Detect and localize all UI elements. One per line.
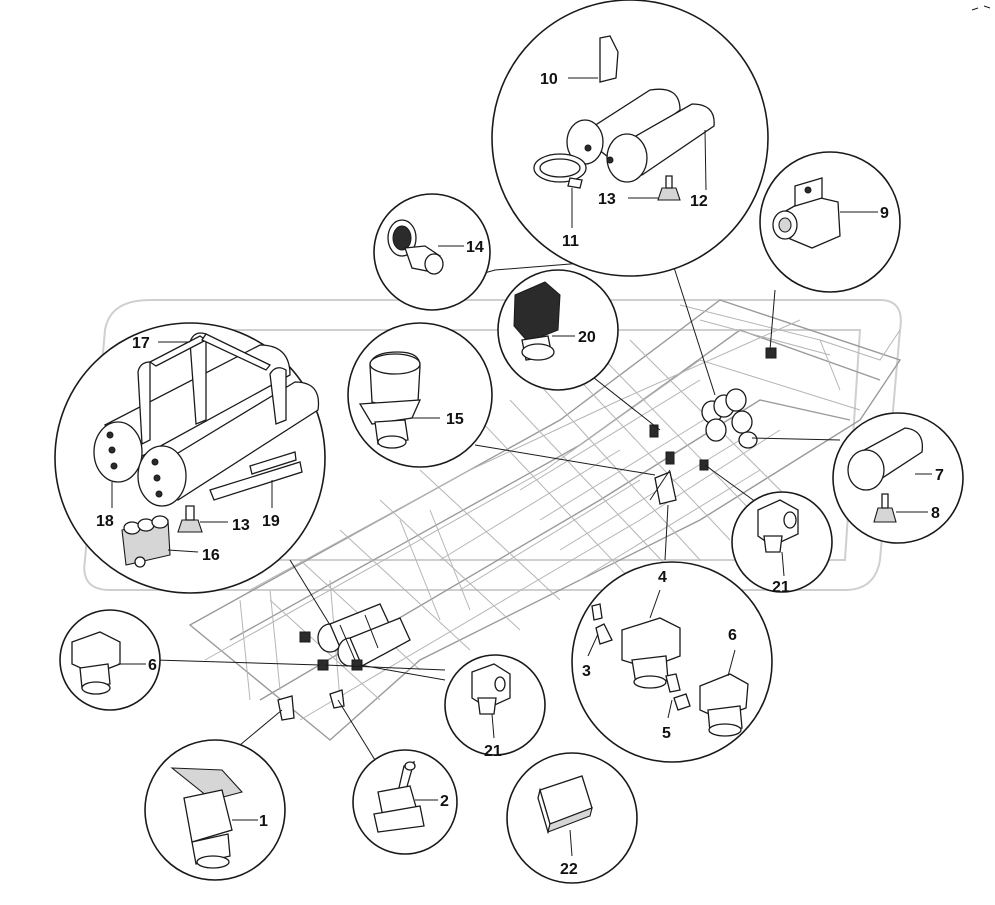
label-10: 10 (540, 71, 558, 88)
callout-circle-21-middle (444, 654, 546, 756)
label-22: 22 (560, 861, 578, 878)
label-2: 2 (440, 793, 449, 810)
chassis-parts (277, 347, 777, 721)
callout-circle-10-12 (491, 0, 769, 277)
callout-circle-15 (347, 322, 493, 468)
label-21-middle: 21 (484, 743, 502, 760)
label-13-bottom: 13 (232, 517, 250, 534)
label-6-left: 6 (148, 657, 157, 674)
label-6-right: 6 (728, 627, 737, 644)
label-3: 3 (582, 663, 591, 680)
label-14: 14 (466, 239, 484, 256)
label-7: 7 (935, 467, 944, 484)
label-8: 8 (931, 505, 940, 522)
callout-circle-21-right (731, 491, 833, 593)
label-18: 18 (96, 513, 114, 530)
callout-circle-2 (352, 749, 458, 855)
label-19: 19 (262, 513, 280, 530)
label-9: 9 (880, 205, 889, 222)
callout-circle-6-left (59, 609, 161, 711)
label-5: 5 (662, 725, 671, 742)
callout-circle-20 (497, 269, 619, 391)
label-1: 1 (259, 813, 268, 830)
label-12: 12 (690, 193, 708, 210)
label-21-right: 21 (772, 579, 790, 596)
corner-mark (971, 5, 991, 11)
label-16: 16 (202, 547, 220, 564)
chassis-tanks-front (701, 388, 758, 449)
callout-circle-16-19 (54, 322, 326, 594)
callout-circle-1 (144, 739, 286, 881)
label-20: 20 (578, 329, 596, 346)
callout-circle-7-8 (832, 412, 964, 544)
label-13-top: 13 (598, 191, 616, 208)
label-15: 15 (446, 411, 464, 428)
callout-circle-14 (373, 193, 491, 311)
callout-circle-22 (506, 752, 638, 884)
callout-circle-9 (759, 151, 901, 293)
chassis-tanks-rear (317, 603, 411, 667)
label-17: 17 (132, 335, 150, 352)
callout-circle-3-6 (571, 561, 773, 763)
part-labels: 1 2 3 4 5 6 6 7 8 9 10 11 12 13 13 14 15… (96, 71, 944, 878)
label-4: 4 (658, 569, 667, 586)
label-11: 11 (562, 233, 579, 250)
